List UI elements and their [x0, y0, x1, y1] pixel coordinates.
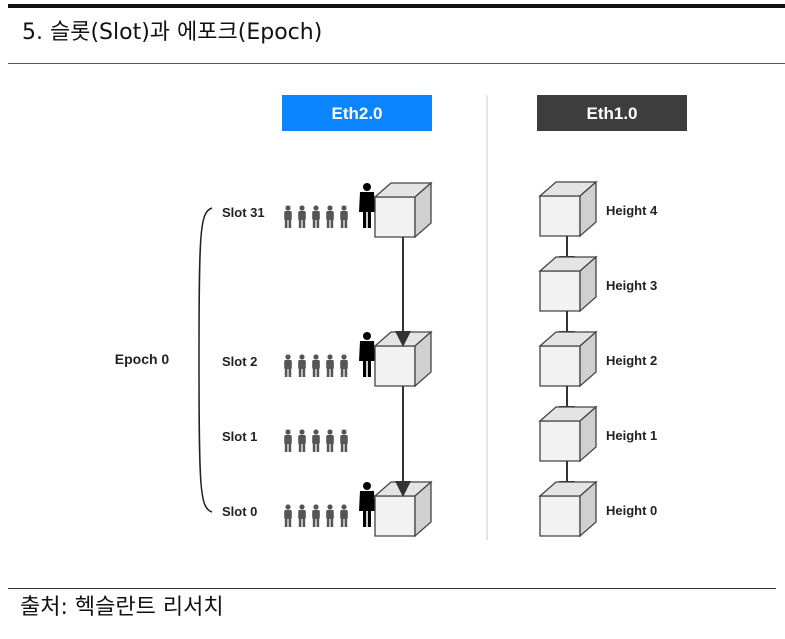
slot-label: Slot 1 — [222, 429, 257, 444]
validator-icon — [284, 429, 292, 452]
eth2-header-box — [282, 95, 432, 131]
slot-label: Slot 2 — [222, 354, 257, 369]
validator-icon — [298, 354, 306, 377]
validator-icon — [326, 504, 334, 527]
validator-icon — [312, 429, 320, 452]
validator-icon — [284, 354, 292, 377]
validator-icon — [340, 205, 348, 228]
eth2-header-label: Eth2.0 — [331, 104, 382, 123]
validator-icon — [298, 205, 306, 228]
slot-label: Slot 0 — [222, 504, 257, 519]
height-label: Height 1 — [606, 428, 657, 443]
height-label: Height 2 — [606, 353, 657, 368]
proposer-icon — [359, 482, 375, 527]
block-icon — [539, 256, 597, 312]
block-icon — [539, 481, 597, 537]
epoch-brace — [198, 207, 213, 513]
block-icon — [539, 331, 597, 387]
validator-icon — [312, 504, 320, 527]
title-divider — [8, 63, 785, 64]
block-icon — [539, 181, 597, 237]
slot-label: Slot 31 — [222, 205, 265, 220]
epoch-label: Epoch 0 — [115, 351, 170, 367]
source-caption: 출처: 헥슬란트 리서치 — [20, 595, 224, 620]
validator-icon — [298, 429, 306, 452]
height-label: Height 4 — [606, 203, 658, 218]
proposer-icon — [359, 183, 375, 228]
validator-icon — [340, 504, 348, 527]
validator-icon — [284, 205, 292, 228]
proposer-icon — [359, 332, 375, 377]
eth1-header-box — [537, 95, 687, 131]
validator-icon — [340, 429, 348, 452]
validator-icon — [298, 504, 306, 527]
source-divider — [8, 588, 776, 589]
validator-icon — [312, 354, 320, 377]
block-icon — [374, 182, 432, 238]
validator-icon — [284, 504, 292, 527]
page-title: 5. 슬롯(Slot)과 에포크(Epoch) — [22, 20, 323, 45]
validator-icon — [326, 205, 334, 228]
validator-icon — [340, 354, 348, 377]
top-rule — [8, 4, 785, 8]
validator-icon — [326, 429, 334, 452]
eth1-header-label: Eth1.0 — [586, 104, 637, 123]
validator-icon — [326, 354, 334, 377]
height-label: Height 0 — [606, 503, 657, 518]
height-label: Height 3 — [606, 278, 657, 293]
validator-icon — [312, 205, 320, 228]
block-icon — [539, 406, 597, 462]
